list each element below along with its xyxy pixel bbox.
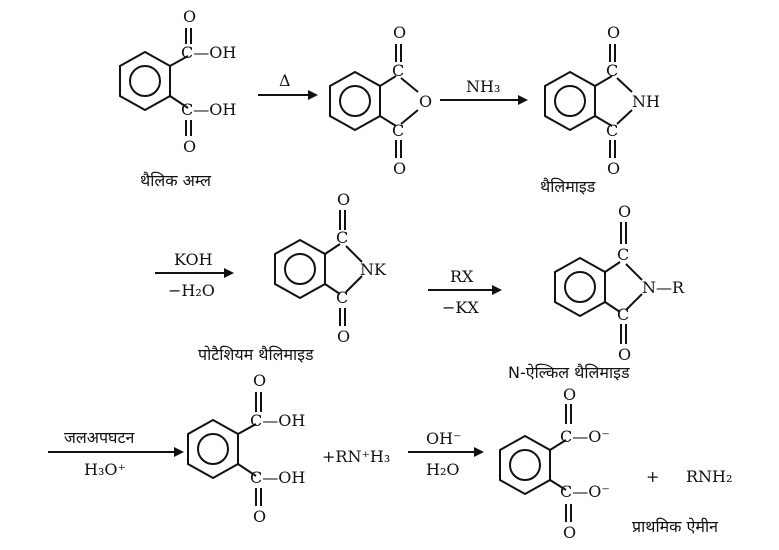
phthalic-acid-product-structure (187, 392, 262, 506)
phthalic-acid-top-cooh: C—OH (181, 43, 236, 62)
k-phthalimide-bottom-o: O (337, 327, 350, 346)
hydronium-reagent: H₃O⁺ (84, 460, 126, 479)
phthalic-acid-label: थैलिक अम्ल (140, 171, 212, 190)
hydroxide-reagent: OH⁻ (426, 429, 462, 448)
heat-arrow (258, 90, 318, 100)
k-phthalimide-bottom-c: C (336, 288, 348, 307)
product-acid-top-o: O (253, 371, 266, 390)
phthalate-bottom-coo: C—O⁻ (560, 482, 610, 501)
phthalic-anhydride-structure (329, 44, 419, 158)
n-alkyl-top-c: C (617, 245, 629, 264)
phthalimide-bottom-o: O (607, 159, 620, 178)
product-acid-top-cooh: C—OH (250, 411, 305, 430)
anhydride-bottom-c: C (392, 121, 404, 140)
n-alkyl-bottom-o: O (618, 345, 631, 364)
k-phthalimide-nk: NK (360, 260, 387, 279)
phthalimide-top-c: C (606, 61, 618, 80)
phthalate-top-coo: C—O⁻ (560, 427, 610, 446)
alkylammonium-ion: +RN⁺H₃ (322, 447, 390, 466)
product-acid-bottom-cooh: C—OH (250, 468, 305, 487)
phthalate-ion-structure (499, 404, 572, 522)
phthalic-acid-bottom-cooh: C—OH (181, 100, 236, 119)
water-reagent: H₂O (426, 460, 459, 479)
phthalimide-bottom-c: C (606, 121, 618, 140)
hydrolysis-arrow (48, 447, 184, 457)
anhydride-top-o: O (393, 23, 406, 42)
phthalimide-top-o: O (607, 23, 620, 42)
hydrolysis-reagent: जलअपघटन (64, 428, 136, 447)
phthalimide-nh: NH (632, 92, 660, 111)
potassium-phthalimide-label: पोटैशियम थैलिमाइड (198, 345, 314, 364)
product-acid-bottom-o: O (253, 507, 266, 526)
minus-kx-reagent: −KX (442, 298, 479, 317)
rx-arrow (428, 285, 502, 295)
primary-amine-label: प्राथमिक ऐमीन (632, 517, 719, 536)
primary-amine-formula: RNH₂ (686, 467, 732, 486)
koh-arrow (155, 268, 234, 278)
k-phthalimide-top-c: C (336, 228, 348, 247)
phthalic-acid-bottom-o: O (183, 137, 196, 156)
koh-reagent: KOH (174, 250, 213, 269)
phthalic-acid-structure (119, 28, 192, 136)
potassium-phthalimide-structure (274, 210, 363, 326)
phthalate-top-o: O (563, 385, 576, 404)
k-phthalimide-top-o: O (337, 190, 350, 209)
n-alkyl-top-o: O (618, 202, 631, 221)
n-alkyl-bottom-c: C (617, 305, 629, 324)
ammonia-reagent: NH₃ (466, 77, 500, 96)
n-alkyl-nr: N—R (642, 278, 685, 297)
ammonia-arrow (440, 95, 528, 105)
heat-symbol: Δ (279, 71, 291, 90)
phthalimide-label: थैलिमाइड (540, 177, 596, 196)
n-alkyl-phthalimide-label: N-ऐल्किल थैलिमाइड (508, 363, 630, 382)
anhydride-top-c: C (392, 61, 404, 80)
alkyl-halide-reagent: RX (450, 267, 474, 286)
phthalic-acid-top-o: O (183, 7, 196, 26)
plus-sign: + (646, 467, 659, 486)
phthalimide-structure (544, 44, 633, 158)
phthalate-bottom-o: O (563, 523, 576, 542)
n-alkyl-phthalimide-structure (554, 222, 643, 344)
anhydride-ring-o: O (419, 92, 432, 111)
hydroxide-arrow (408, 447, 484, 457)
minus-water-reagent: −H₂O (168, 281, 215, 300)
anhydride-bottom-o: O (393, 159, 406, 178)
